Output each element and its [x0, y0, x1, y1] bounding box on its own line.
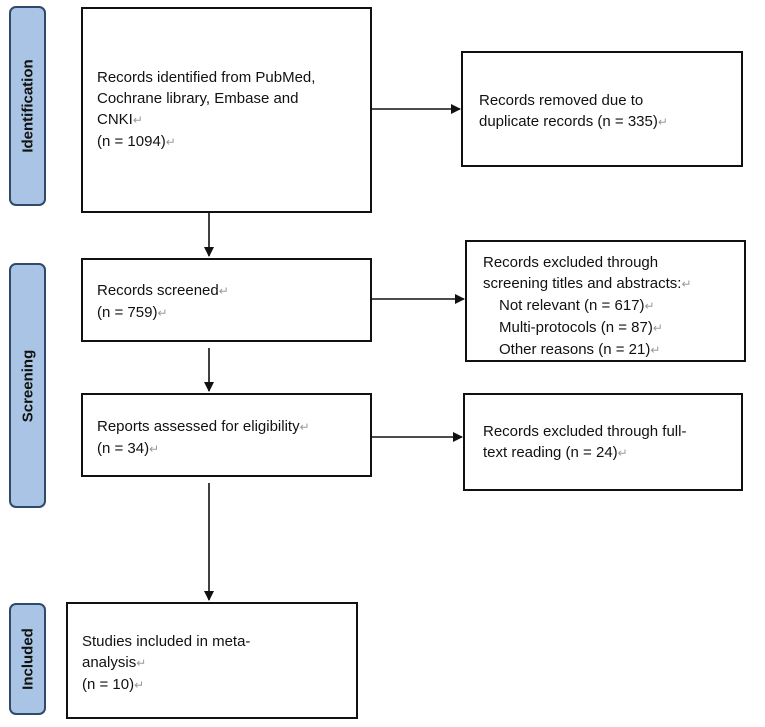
- eligibility-line-1: Reports assessed for eligibility: [97, 416, 370, 438]
- box-excluded-screening: Records excluded through screening title…: [465, 240, 746, 362]
- box-records-identified: Records identified from PubMed, Cochrane…: [81, 7, 372, 213]
- included-line-1: Studies included in meta-: [82, 633, 251, 650]
- excluded-fulltext-line-1: Records excluded through full-: [483, 423, 687, 440]
- screened-line-1: Records screened: [97, 280, 370, 302]
- excluded-multi-protocols: Multi-protocols (n = 87): [483, 317, 744, 339]
- box-excluded-fulltext: Records excluded through full- text read…: [463, 393, 743, 491]
- phase-identification: Identification: [9, 6, 46, 206]
- identified-line-4: (n = 1094): [97, 131, 370, 153]
- eligibility-line-2: (n = 34): [97, 438, 370, 460]
- excluded-screening-line-2: screening titles and abstracts:: [483, 273, 744, 295]
- phase-screening: Screening: [9, 263, 46, 508]
- phase-included: Included: [9, 603, 46, 715]
- included-line-3: (n = 10): [82, 674, 356, 696]
- box-studies-included: Studies included in meta- analysis (n = …: [66, 602, 358, 719]
- included-line-2: analysis: [82, 652, 356, 674]
- excluded-fulltext-line-2: text reading (n = 24): [483, 442, 741, 464]
- duplicates-line-1: Records removed due to: [479, 92, 644, 109]
- excluded-other-reasons: Other reasons (n = 21): [483, 339, 744, 361]
- box-reports-eligibility: Reports assessed for eligibility (n = 34…: [81, 393, 372, 477]
- screened-line-2: (n = 759): [97, 302, 370, 324]
- excluded-screening-line-1: Records excluded through: [483, 254, 659, 271]
- identified-line-3: CNKI: [97, 109, 370, 131]
- identified-line-1: Records identified from PubMed,: [97, 69, 316, 86]
- box-records-screened: Records screened (n = 759): [81, 258, 372, 342]
- identified-line-2: Cochrane library, Embase and: [97, 90, 299, 107]
- box-duplicates-removed: Records removed due to duplicate records…: [461, 51, 743, 167]
- excluded-not-relevant: Not relevant (n = 617): [483, 295, 744, 317]
- duplicates-line-2: duplicate records (n = 335): [479, 111, 741, 133]
